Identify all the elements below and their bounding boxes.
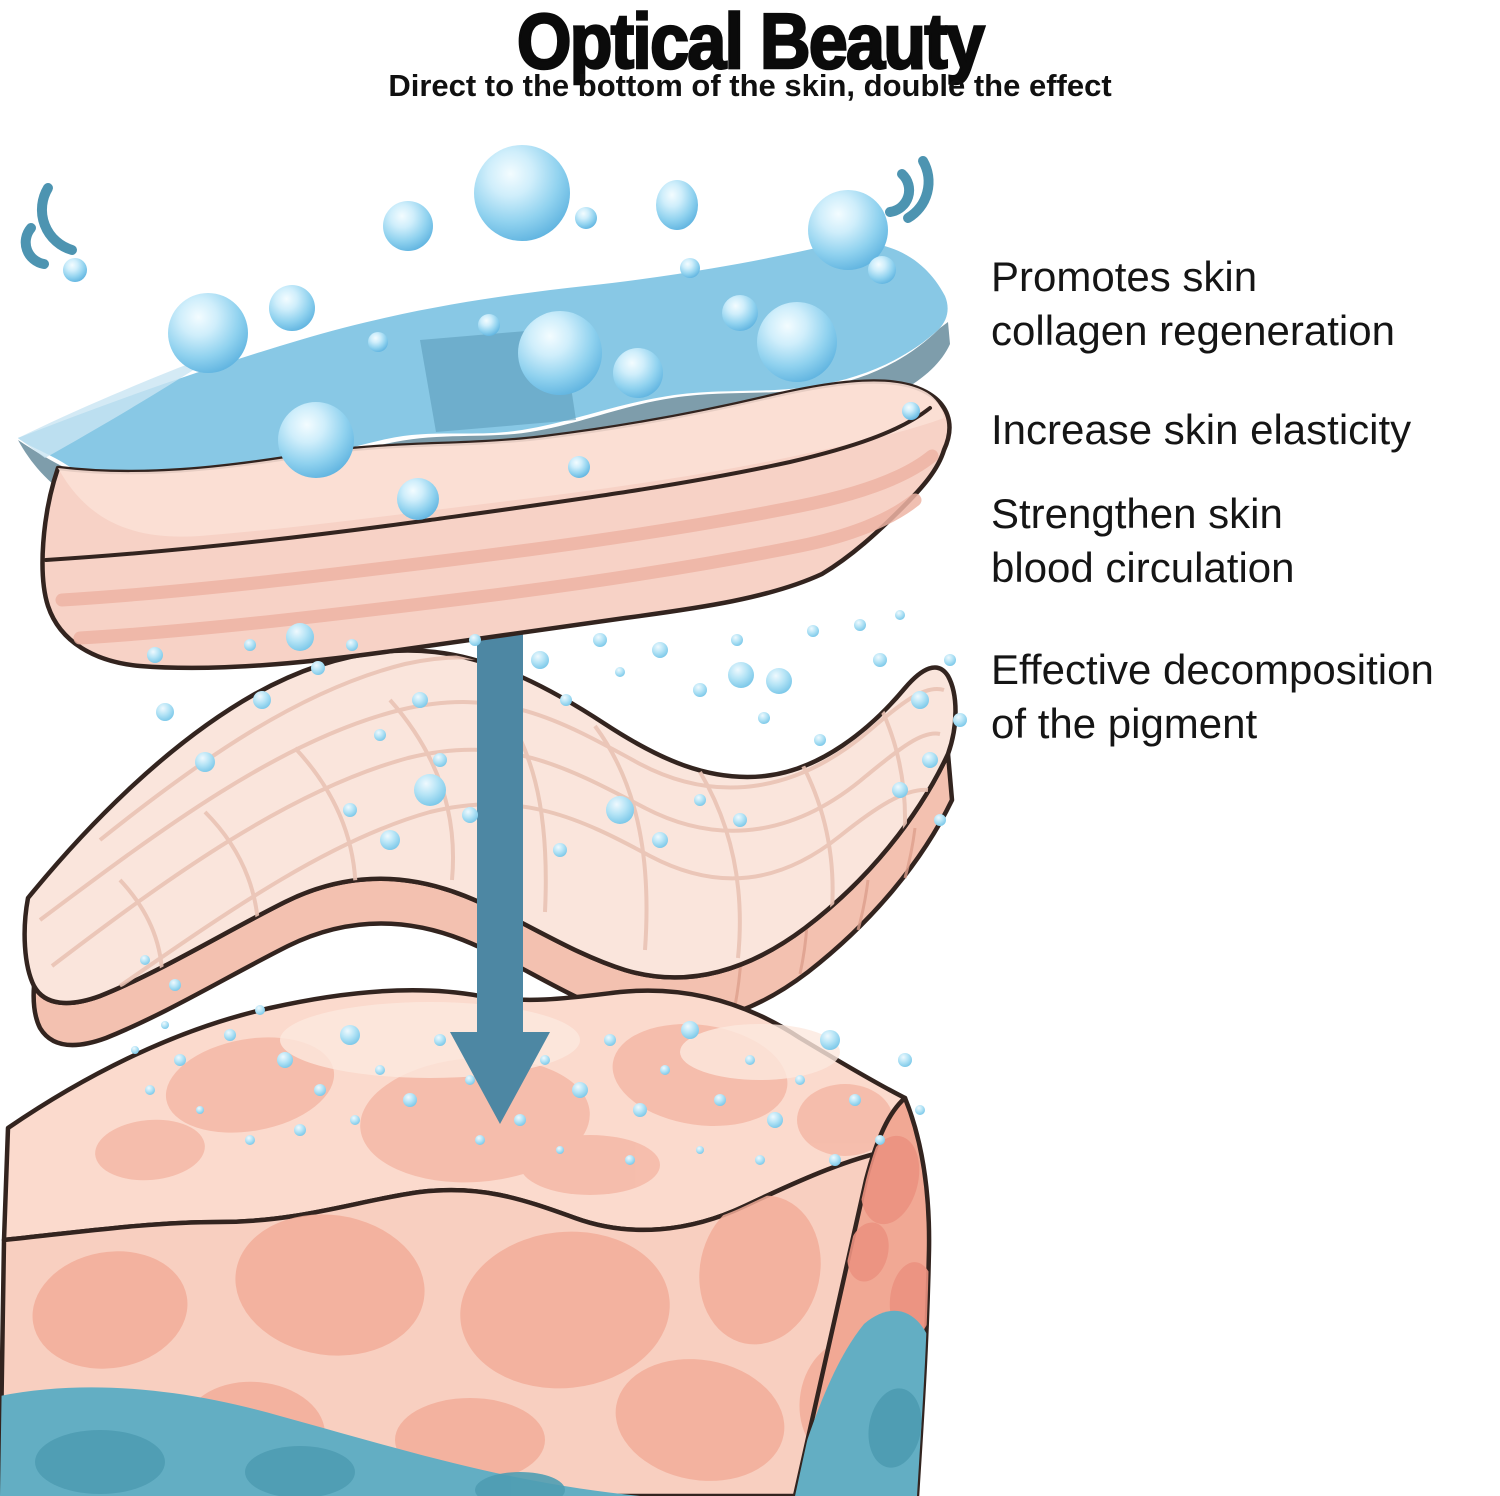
epidermis-stripes xyxy=(55,449,939,645)
benefit-line: blood circulation xyxy=(991,544,1295,591)
penetration-arrow xyxy=(450,588,550,1124)
benefit-line: of the pigment xyxy=(991,700,1258,747)
benefit-line: Increase skin elasticity xyxy=(991,406,1412,453)
water-left-sheen xyxy=(18,350,225,458)
benefit-line: Effective decomposition xyxy=(991,646,1434,693)
vibration-waves-right-icon xyxy=(885,156,934,223)
droplets-bottom xyxy=(131,955,925,1166)
block-front-blobs xyxy=(0,1195,891,1496)
benefit-item-pigment: Effective decomposition of the pigment xyxy=(991,643,1434,751)
epidermis-layer xyxy=(40,379,952,671)
epidermis-top-band xyxy=(58,381,944,537)
arrow-head xyxy=(450,1032,550,1124)
benefit-item-circulation: Strengthen skin blood circulation xyxy=(991,487,1295,595)
block-side-detail xyxy=(795,1135,930,1496)
page-title: Optical Beauty xyxy=(516,0,986,86)
droplets-mid xyxy=(147,610,967,857)
page-subtitle: Direct to the bottom of the skin, double… xyxy=(388,68,1112,103)
arrow-shaft xyxy=(477,588,523,1038)
benefit-line: Strengthen skin xyxy=(991,490,1283,537)
benefit-item-collagen: Promotes skin collagen regeneration xyxy=(991,250,1395,358)
benefit-line: Promotes skin xyxy=(991,253,1258,300)
benefit-item-elasticity: Increase skin elasticity xyxy=(991,403,1411,457)
vibration-waves-left-icon xyxy=(20,183,77,269)
epidermis-inner-line xyxy=(44,406,932,562)
hypodermis-block xyxy=(0,987,932,1496)
benefit-line: collagen regeneration xyxy=(991,307,1395,354)
water-bubbles xyxy=(63,145,920,520)
